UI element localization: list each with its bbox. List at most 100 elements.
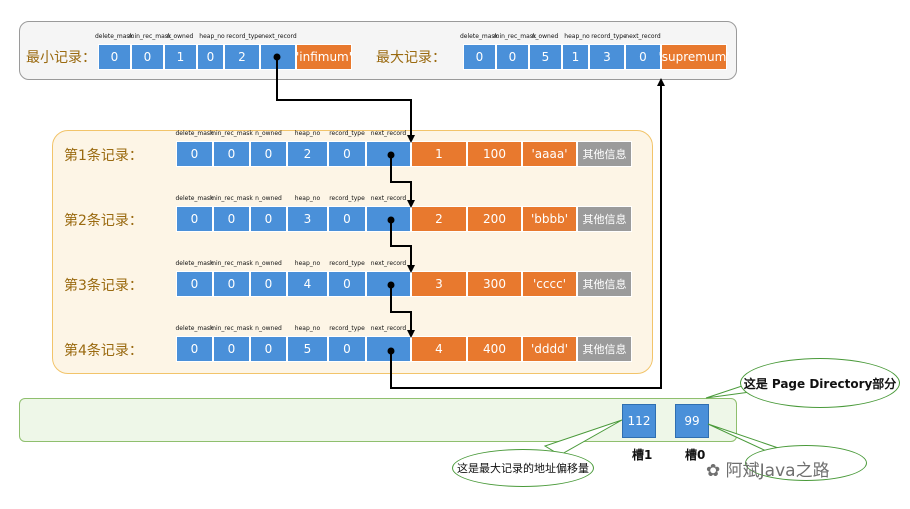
record-1-column-1: 1 — [411, 141, 467, 167]
supremum-field-record-type: record_type — [591, 33, 627, 40]
supremum-field-heap-no: heap_no — [564, 33, 590, 40]
record-4-field-delete-mask: delete_mask — [175, 325, 214, 332]
supremum-delete-mask: 0 — [463, 44, 496, 70]
record-2-column-1: 2 — [411, 206, 467, 232]
record-3-field-next-record: next_record — [370, 260, 407, 267]
supremum-field-next-record: next_record — [625, 33, 661, 40]
infimum-field-heap-no: heap_no — [199, 33, 225, 40]
directory-slot-0: 99 — [675, 404, 709, 438]
watermark: ✿ 阿斌Java之路 — [706, 456, 830, 481]
record-3-n-owned: 0 — [250, 271, 287, 297]
record-3-field-heap-no: heap_no — [294, 260, 321, 267]
watermark-text: 阿斌Java之路 — [725, 461, 830, 481]
infimum-n-owned: 1 — [164, 44, 197, 70]
infimum-record-type: 2 — [224, 44, 260, 70]
record-3-field-delete-mask: delete_mask — [175, 260, 214, 267]
infimum-pointer-dot — [273, 53, 281, 61]
record-3-field-min-rec-mask: min_rec_mask — [210, 260, 253, 267]
record-3-other-info: 其他信息 — [577, 271, 632, 297]
record-2-field-min-rec-mask: min_rec_mask — [210, 195, 253, 202]
arrow-record-4-to-supremum — [390, 78, 665, 389]
record-1-pointer-dot — [387, 151, 395, 159]
callout-slot-0 — [745, 445, 867, 481]
record-4-min-rec-mask: 0 — [213, 336, 250, 362]
record-3-column-3: 'cccc' — [522, 271, 577, 297]
directory-slot-0-label: 槽0 — [685, 448, 706, 462]
record-3-column-1: 3 — [411, 271, 467, 297]
record-1-column-2: 100 — [467, 141, 522, 167]
record-3-pointer-dot — [387, 281, 395, 289]
record-2-field-next-record: next_record — [370, 195, 407, 202]
record-2-field-record-type: record_type — [329, 195, 365, 202]
arrow-record-3-to-record-4 — [390, 285, 415, 338]
record-3-heap-no: 4 — [287, 271, 328, 297]
record-2-field-heap-no: heap_no — [294, 195, 321, 202]
record-4-field-heap-no: heap_no — [294, 325, 321, 332]
record-4-label: 第4条记录： — [64, 343, 143, 359]
supremum-field-n-owned: n_owned — [531, 33, 559, 40]
record-3-min-rec-mask: 0 — [213, 271, 250, 297]
arrow-record-1-to-record-2 — [390, 155, 415, 208]
supremum-field-delete-mask: delete_mask — [459, 33, 499, 40]
record-1-field-record-type: record_type — [329, 130, 365, 137]
record-4-heap-no: 5 — [287, 336, 328, 362]
supremum-label: 最大记录： — [376, 50, 446, 66]
supremum-heap-no: 1 — [562, 44, 589, 70]
record-4-pointer-dot — [387, 347, 395, 355]
record-1-other-info: 其他信息 — [577, 141, 632, 167]
record-1-field-next-record: next_record — [370, 130, 407, 137]
supremum-next-record: 0 — [625, 44, 661, 70]
directory-slot-1: 112 — [622, 404, 656, 438]
wechat-icon: ✿ — [706, 461, 721, 481]
record-4-delete-mask: 0 — [176, 336, 213, 362]
record-4-n-owned: 0 — [250, 336, 287, 362]
record-3-delete-mask: 0 — [176, 271, 213, 297]
infimum-delete-mask: 0 — [98, 44, 131, 70]
record-4-column-3: 'dddd' — [522, 336, 577, 362]
record-1-min-rec-mask: 0 — [213, 141, 250, 167]
arrow-infimum-to-record-1 — [276, 57, 415, 143]
record-2-label: 第2条记录： — [64, 213, 143, 229]
record-2-record-type: 0 — [328, 206, 366, 232]
record-4-column-2: 400 — [467, 336, 522, 362]
record-2-delete-mask: 0 — [176, 206, 213, 232]
callout-max-record-offset: 这是最大记录的地址偏移量 — [452, 449, 594, 487]
record-1-delete-mask: 0 — [176, 141, 213, 167]
record-3-field-record-type: record_type — [329, 260, 365, 267]
record-4-field-min-rec-mask: min_rec_mask — [210, 325, 253, 332]
record-2-field-delete-mask: delete_mask — [175, 195, 214, 202]
record-4-other-info: 其他信息 — [577, 336, 632, 362]
record-1-heap-no: 2 — [287, 141, 328, 167]
supremum-field-min-rec-mask: min_rec_mask — [493, 33, 537, 40]
record-2-column-2: 200 — [467, 206, 522, 232]
record-1-field-n-owned: n_owned — [255, 130, 282, 137]
record-2-n-owned: 0 — [250, 206, 287, 232]
record-4-record-type: 0 — [328, 336, 366, 362]
infimum-min-rec-mask: 0 — [131, 44, 164, 70]
infimum-field-record-type: record_type — [226, 33, 262, 40]
record-2-other-info: 其他信息 — [577, 206, 632, 232]
record-4-column-1: 4 — [411, 336, 467, 362]
record-4-field-n-owned: n_owned — [255, 325, 282, 332]
callout-page-directory: 这是 Page Directory部分 — [740, 358, 900, 408]
directory-slot-1-label: 槽1 — [632, 448, 653, 462]
infimum-heap-no: 0 — [197, 44, 224, 70]
record-4-field-next-record: next_record — [370, 325, 407, 332]
record-1-field-heap-no: heap_no — [294, 130, 321, 137]
record-3-label: 第3条记录： — [64, 278, 143, 294]
page-directory-panel — [19, 398, 737, 442]
record-2-min-rec-mask: 0 — [213, 206, 250, 232]
supremum-name: 'supremum' — [658, 44, 730, 70]
record-1-label: 第1条记录： — [64, 148, 143, 164]
record-2-heap-no: 3 — [287, 206, 328, 232]
record-1-field-delete-mask: delete_mask — [175, 130, 214, 137]
supremum-min-rec-mask: 0 — [496, 44, 529, 70]
record-2-field-n-owned: n_owned — [255, 195, 282, 202]
callout-offset-tail — [543, 419, 623, 456]
record-2-column-3: 'bbbb' — [522, 206, 577, 232]
infimum-field-n-owned: n_owned — [166, 33, 194, 40]
user-records-panel — [52, 130, 653, 374]
record-1-field-min-rec-mask: min_rec_mask — [210, 130, 253, 137]
supremum-record-type: 3 — [589, 44, 625, 70]
